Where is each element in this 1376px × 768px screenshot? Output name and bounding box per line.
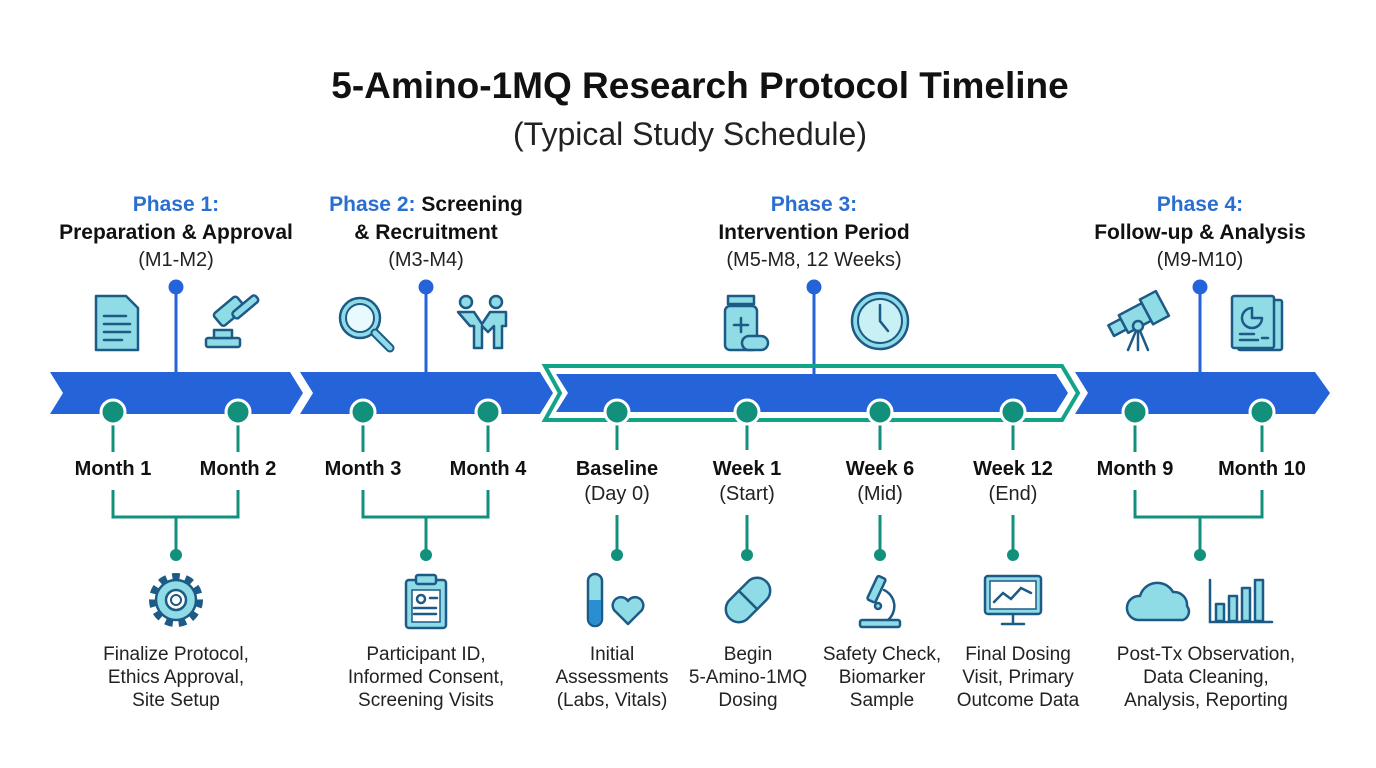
handshake-icon: [456, 294, 508, 350]
phase-3-segment: [556, 374, 1068, 412]
activity-line: Post-Tx Observation,: [1117, 644, 1295, 665]
activity-line: Screening Visits: [358, 690, 494, 711]
telescope-icon: [1107, 289, 1171, 352]
activity-6: Final Dosing Visit, Primary Outcome Data: [957, 644, 1080, 711]
activity-line: Participant ID,: [366, 644, 485, 665]
activity-2: Participant ID, Informed Consent, Screen…: [348, 644, 504, 711]
activity-5: Safety Check, Biomarker Sample: [823, 644, 941, 711]
test-tube-heart-icon: [586, 572, 645, 628]
magnifier-icon: [338, 296, 395, 353]
milestone-label: Week 12: [973, 458, 1053, 480]
activity-line: Site Setup: [132, 690, 220, 711]
activity-line: Biomarker: [839, 667, 926, 688]
activity-1: Finalize Protocol, Ethics Approval, Site…: [103, 644, 249, 711]
milestone-nodes: [99, 398, 1276, 426]
phase-3-header: Phase 3: Intervention Period (M5-M8, 12 …: [718, 193, 909, 271]
activity-line: Informed Consent,: [348, 667, 504, 688]
capsule-icon: [724, 576, 772, 624]
gavel-icon: [204, 294, 260, 349]
activity-line: Outcome Data: [957, 690, 1080, 711]
activity-line: Sample: [850, 690, 914, 711]
milestone-sub: (Day 0): [584, 483, 650, 505]
phase-name: Follow-up & Analysis: [1094, 221, 1306, 244]
phase-range: (M1-M2): [138, 249, 214, 271]
milestone-label: Week 6: [846, 458, 915, 480]
milestone-labels: Month 1 Month 2 Month 3 Month 4 Baseline…: [75, 458, 1306, 505]
phase-label: Phase 4:: [1157, 193, 1243, 216]
activity-line: Finalize Protocol,: [103, 644, 249, 665]
activity-line: 5-Amino-1MQ: [689, 667, 807, 688]
milestone-label: Month 4: [450, 458, 528, 480]
milestone-sub: (End): [989, 483, 1038, 505]
clipboard-icon: [404, 573, 448, 630]
phase-1-segment: [50, 372, 303, 414]
phase-label: Phase 3:: [771, 193, 857, 216]
milestone-label: Month 9: [1097, 458, 1174, 480]
activity-4: Begin 5-Amino-1MQ Dosing: [689, 644, 807, 711]
milestone-label: Month 10: [1218, 458, 1306, 480]
clock-icon: [850, 291, 910, 351]
milestone-label: Month 3: [325, 458, 402, 480]
activity-line: Safety Check,: [823, 644, 941, 665]
title: 5-Amino-1MQ Research Protocol Timeline: [331, 65, 1068, 106]
activity-descriptions: Finalize Protocol, Ethics Approval, Site…: [103, 644, 1295, 711]
microscope-icon: [858, 574, 902, 629]
bar-chart-icon: [1208, 578, 1274, 624]
gear-icon: [149, 573, 203, 627]
activity-7: Post-Tx Observation, Data Cleaning, Anal…: [1117, 644, 1295, 711]
subtitle: (Typical Study Schedule): [513, 116, 867, 152]
activity-line: (Labs, Vitals): [557, 690, 668, 711]
activity-line: Final Dosing: [965, 644, 1071, 665]
activity-line: Ethics Approval,: [108, 667, 244, 688]
milestone-sub: (Start): [719, 483, 775, 505]
phase-2-segment: [300, 372, 553, 414]
monitor-chart-icon: [983, 574, 1043, 626]
phase-label: Phase 2: Screening: [329, 193, 523, 216]
phase-range: (M9-M10): [1157, 249, 1244, 271]
activity-line: Initial: [590, 644, 634, 665]
phase-4-segment: [1075, 372, 1330, 414]
activity-line: Analysis, Reporting: [1124, 690, 1288, 711]
phase-name: Intervention Period: [718, 221, 909, 244]
phase-4-header: Phase 4: Follow-up & Analysis (M9-M10): [1094, 193, 1306, 271]
milestone-label: Month 2: [200, 458, 277, 480]
milestone-label: Month 1: [75, 458, 152, 480]
phase-1-header: Phase 1: Preparation & Approval (M1-M2): [59, 193, 293, 271]
milestone-label: Baseline: [576, 458, 658, 480]
phase-pins: [168, 279, 1208, 374]
phase-name: & Recruitment: [354, 221, 498, 244]
activity-line: Dosing: [718, 690, 777, 711]
phase-label: Phase 1:: [133, 193, 219, 216]
phase-range: (M5-M8, 12 Weeks): [726, 249, 901, 271]
milestone-sub: (Mid): [857, 483, 903, 505]
connectors: [111, 412, 1264, 555]
phase-3-segment-outline: [541, 364, 1081, 422]
phase-range: (M3-M4): [388, 249, 464, 271]
activity-line: Assessments: [556, 667, 669, 688]
activity-line: Begin: [724, 644, 773, 665]
activity-3: Initial Assessments (Labs, Vitals): [556, 644, 669, 711]
medicine-bottle-icon: [723, 294, 770, 352]
activity-line: Data Cleaning,: [1143, 667, 1269, 688]
report-icon: [1230, 294, 1284, 352]
document-icon: [94, 294, 140, 352]
phase-2-header: Phase 2: Screening & Recruitment (M3-M4): [329, 193, 523, 271]
milestone-label: Week 1: [713, 458, 782, 480]
cloud-icon: [1125, 581, 1191, 622]
connector-dots: [170, 549, 1206, 561]
activity-line: Visit, Primary: [962, 667, 1074, 688]
phase-name: Preparation & Approval: [59, 221, 293, 244]
